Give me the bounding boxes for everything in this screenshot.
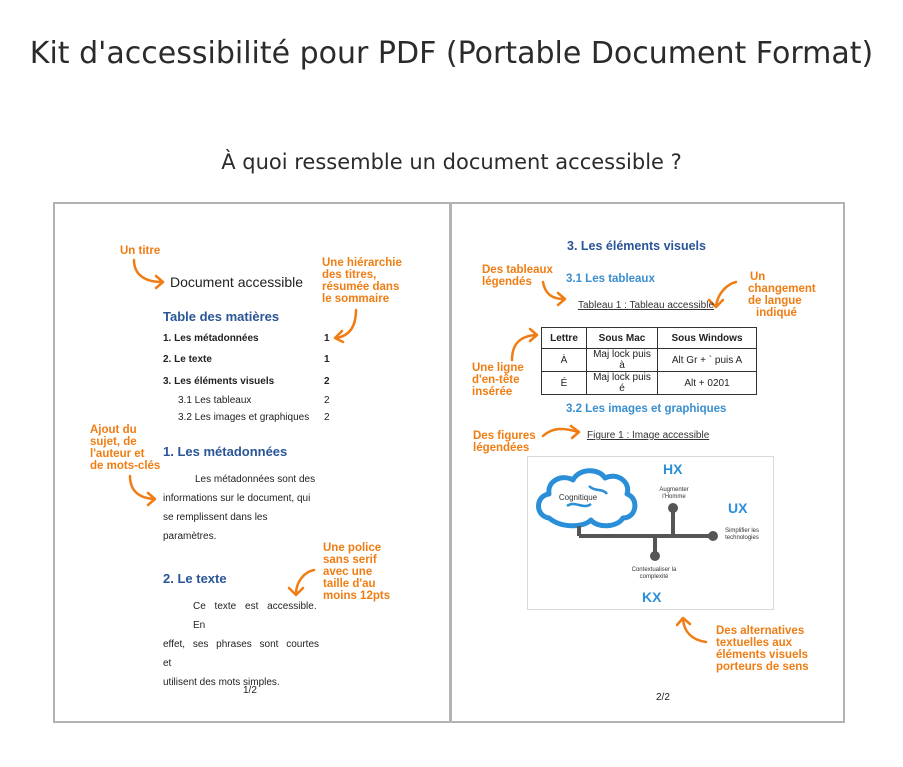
arrow-icon: [675, 616, 708, 644]
table-header-cell: Sous Mac: [586, 327, 658, 349]
table-cell: É: [541, 371, 587, 395]
ux-label: UX: [728, 500, 748, 516]
toc-item[interactable]: 1. Les métadonnées: [163, 333, 259, 344]
kx-label: KX: [642, 589, 662, 605]
annotation-figures: Des figures légendées: [473, 430, 536, 454]
page-number: 2/2: [656, 692, 670, 703]
arrow-icon: [707, 280, 738, 309]
annotation-alternatives: Des alternatives textuelles aux éléments…: [716, 625, 809, 673]
toc-heading: Table des matières: [163, 309, 280, 324]
toc-page: 1: [324, 354, 330, 365]
arrow-icon: [128, 474, 157, 507]
contextualiser-label: Contextualiser la complexité: [631, 567, 677, 580]
arrow-icon: [510, 327, 539, 362]
page-title: Kit d'accessibilité pour PDF (Portable D…: [29, 36, 874, 71]
page-subtitle: À quoi ressemble un document accessible …: [221, 150, 682, 174]
annotation-hierarchie: Une hiérarchie des titres, résumée dans …: [322, 257, 402, 305]
page-number: 1/2: [243, 685, 257, 696]
table-header-cell: Lettre: [541, 327, 587, 349]
annotation-entete: Une ligne d'en-tête insérée: [472, 362, 524, 398]
figure-caption: Figure 1 : Image accessible: [587, 430, 710, 441]
table-row: À Maj lock puis à Alt Gr + ` puis A: [541, 348, 757, 372]
cognitique-diagram: [536, 468, 718, 561]
subsection-heading: 3.1 Les tableaux: [566, 273, 655, 285]
section-heading: 3. Les éléments visuels: [567, 239, 706, 253]
table-cell: Alt Gr + ` puis A: [657, 348, 757, 372]
arrow-icon: [541, 424, 581, 440]
subsection-heading: 3.2 Les images et graphiques: [566, 403, 727, 415]
augmenter-label: Augmenter l'Homme: [659, 487, 689, 500]
cognitique-label: Cognitique: [558, 493, 598, 502]
annotation-tableaux: Des tableaux légendés: [482, 264, 553, 288]
section-heading: 2. Le texte: [163, 571, 227, 586]
arrow-icon: [333, 308, 358, 344]
table-caption: Tableau 1 : Tableau accessible: [578, 300, 715, 311]
toc-item[interactable]: 3.2 Les images et graphiques: [178, 412, 310, 423]
annotation-metadonnees: Ajout du sujet, de l'auteur et de mots-c…: [90, 424, 161, 472]
arrow-icon: [541, 280, 567, 307]
toc-item[interactable]: 3.1 Les tableaux: [178, 395, 252, 406]
table-header-cell: Sous Windows: [657, 327, 757, 349]
table-cell: Maj lock puis é: [586, 371, 658, 395]
table-cell: Alt + 0201: [657, 371, 757, 395]
table-cell: À: [541, 348, 587, 372]
table-cell: Maj lock puis à: [586, 348, 658, 372]
section-paragraph: Ce texte est accessible. En effet, ses p…: [163, 601, 320, 688]
annotation-titre: Un titre: [120, 245, 161, 257]
simplifier-label: Simplifier les technologies: [724, 528, 759, 541]
toc-page: 1: [324, 333, 330, 344]
toc-page: 2: [324, 376, 330, 387]
arrow-icon: [287, 568, 316, 597]
page-divider: [449, 202, 452, 723]
document-title: Document accessible: [170, 274, 304, 290]
accessible-table: Lettre Sous Mac Sous Windows À Maj lock …: [541, 327, 757, 395]
arrow-icon: [132, 258, 165, 290]
toc-page: 2: [324, 412, 330, 423]
toc-page: 2: [324, 395, 330, 406]
table-row: É Maj lock puis é Alt + 0201: [541, 371, 757, 395]
toc-item[interactable]: 2. Le texte: [163, 354, 212, 365]
hx-label: HX: [663, 461, 683, 477]
annotation-langue: Un changement de langue indiqué: [748, 271, 816, 319]
section-paragraph: Les métadonnées sont des informations su…: [163, 474, 316, 542]
toc-item[interactable]: 3. Les éléments visuels: [163, 376, 275, 387]
section-heading: 1. Les métadonnées: [163, 444, 288, 459]
annotation-police: Une police sans serif avec une taille d'…: [323, 542, 391, 602]
